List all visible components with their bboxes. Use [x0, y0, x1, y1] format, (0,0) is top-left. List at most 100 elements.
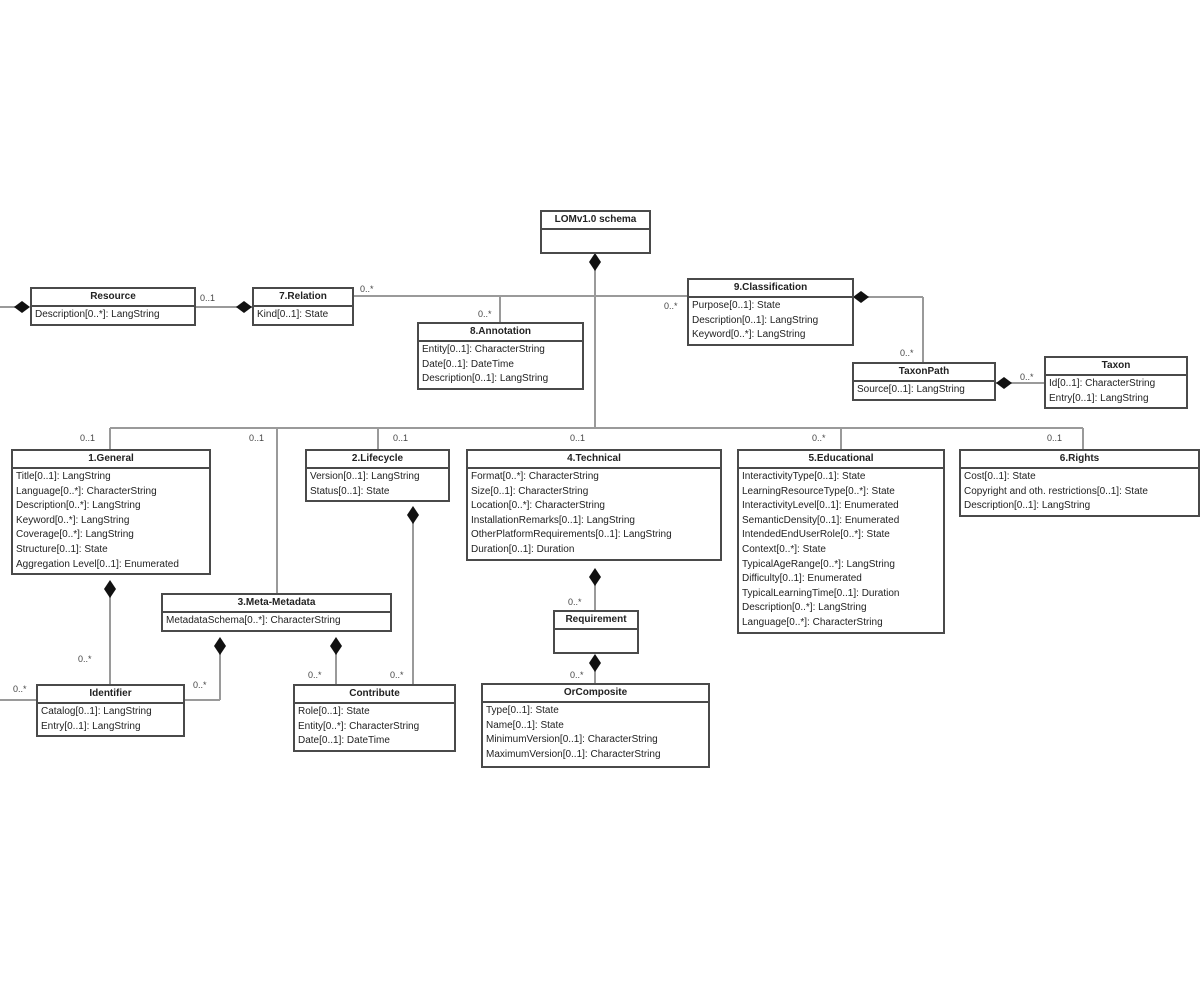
diamond-resource-left — [14, 301, 30, 313]
class-attribute: Description[0..1]: LangString — [692, 314, 819, 326]
class-attribute: Date[0..1]: DateTime — [298, 735, 390, 747]
class-attribute: Language[0..*]: CharacterString — [742, 616, 883, 628]
mult-identifier-left: 0..* — [13, 684, 27, 694]
mult-classification: 0..* — [664, 301, 678, 311]
class-name: TaxonPath — [854, 364, 994, 382]
class-name: 6.Rights — [961, 451, 1198, 469]
class-attribute: Id[0..1]: CharacterString — [1049, 378, 1156, 389]
class-attribute: Version[0..1]: LangString — [310, 471, 420, 482]
class-attribute: TypicalAgeRange[0..*]: LangString — [742, 558, 895, 570]
diamond-taxonpath — [996, 377, 1012, 389]
class-attribute: Date[0..1]: DateTime — [422, 358, 514, 370]
class-name: OrComposite — [483, 685, 708, 703]
diamond-lifecycle — [407, 506, 419, 524]
class-name: 3.Meta-Metadata — [163, 595, 390, 613]
class-attribute: Description[0..*]: LangString — [35, 309, 160, 320]
class-name: Identifier — [38, 686, 183, 704]
class-name: 7.Relation — [254, 289, 352, 307]
class-attribute: LearningResourceType[0..*]: State — [742, 485, 895, 497]
diamond-classification — [853, 291, 869, 303]
class-requirement: Requirement — [553, 610, 639, 654]
class-name: Resource — [32, 289, 194, 307]
class-attribute: Kind[0..1]: State — [257, 309, 329, 320]
diamond-meta-right — [330, 637, 342, 655]
class-attributes: Description[0..*]: LangString — [32, 307, 194, 324]
diamond-root — [589, 253, 601, 271]
class-attribute: Type[0..1]: State — [486, 705, 559, 716]
class-attribute: InteractivityType[0..1]: State — [742, 471, 866, 482]
class-attribute: Difficulty[0..1]: Enumerated — [742, 573, 862, 585]
class-attribute: Structure[0..1]: State — [16, 543, 108, 555]
class-attribute: TypicalLearningTime[0..1]: Duration — [742, 587, 900, 599]
mult-taxon: 0..* — [1020, 372, 1034, 382]
class-attribute: Description[0..*]: LangString — [16, 500, 141, 512]
class-attribute: Entry[0..1]: LangString — [1049, 392, 1149, 404]
mult-metametadata: 0..1 — [249, 433, 265, 443]
class-attribute: Source[0..1]: LangString — [857, 384, 965, 395]
class-attribute: MaximumVersion[0..1]: CharacterString — [486, 748, 661, 760]
class-attribute: Size[0..1]: CharacterString — [471, 485, 589, 497]
class-name: 2.Lifecycle — [307, 451, 448, 469]
class-attribute: Duration[0..1]: Duration — [471, 543, 575, 555]
class-attribute: Description[0..*]: LangString — [742, 602, 867, 614]
class-attribute: Context[0..*]: State — [742, 543, 826, 555]
mult-identifier-meta: 0..* — [193, 680, 207, 690]
class-name: 1.General — [13, 451, 209, 469]
class-attribute: InteractivityLevel[0..1]: Enumerated — [742, 500, 899, 512]
class-attribute: Copyright and oth. restrictions[0..1]: S… — [964, 485, 1148, 497]
class-attribute: Entity[0..1]: CharacterString — [422, 344, 545, 355]
class-attribute: Cost[0..1]: State — [964, 471, 1036, 482]
class-name: Contribute — [295, 686, 454, 704]
class-attributes: Source[0..1]: LangString — [854, 382, 994, 399]
class-name: 9.Classification — [689, 280, 852, 298]
class-attributes: Kind[0..1]: State — [254, 307, 352, 324]
mult-relation-root: 0..* — [360, 284, 374, 294]
class-attribute: SemanticDensity[0..1]: Enumerated — [742, 514, 900, 526]
diamond-requirement — [589, 654, 601, 672]
class-attribute: Role[0..1]: State — [298, 706, 370, 717]
class-attribute: Location[0..*]: CharacterString — [471, 500, 605, 512]
class-attribute: Catalog[0..1]: LangString — [41, 706, 152, 717]
class-attribute: OtherPlatformRequirements[0..1]: LangStr… — [471, 529, 672, 541]
class-name: 8.Annotation — [419, 324, 582, 342]
class-attribute: Keyword[0..*]: LangString — [16, 514, 130, 526]
class-attribute: Purpose[0..1]: State — [692, 300, 781, 311]
mult-educational: 0..* — [812, 433, 826, 443]
class-lom-schema: LOMv1.0 schema — [540, 210, 651, 254]
mult-orcomposite: 0..* — [570, 670, 584, 680]
mult-contribute-lifecycle: 0..* — [390, 670, 404, 680]
class-attributes — [555, 630, 637, 632]
diamond-technical — [589, 568, 601, 586]
mult-technical: 0..1 — [570, 433, 586, 443]
class-attribute: Coverage[0..*]: LangString — [16, 529, 134, 541]
class-name: Requirement — [555, 612, 637, 630]
mult-taxonpath: 0..* — [900, 348, 914, 358]
mult-general: 0..1 — [80, 433, 96, 443]
mult-lifecycle: 0..1 — [393, 433, 409, 443]
class-attribute: InstallationRemarks[0..1]: LangString — [471, 514, 635, 526]
class-attribute: MetadataSchema[0..*]: CharacterString — [166, 615, 341, 626]
class-attribute: Description[0..1]: LangString — [964, 500, 1091, 512]
class-attribute: Title[0..1]: LangString — [16, 471, 111, 482]
class-attribute: Keyword[0..*]: LangString — [692, 329, 806, 341]
